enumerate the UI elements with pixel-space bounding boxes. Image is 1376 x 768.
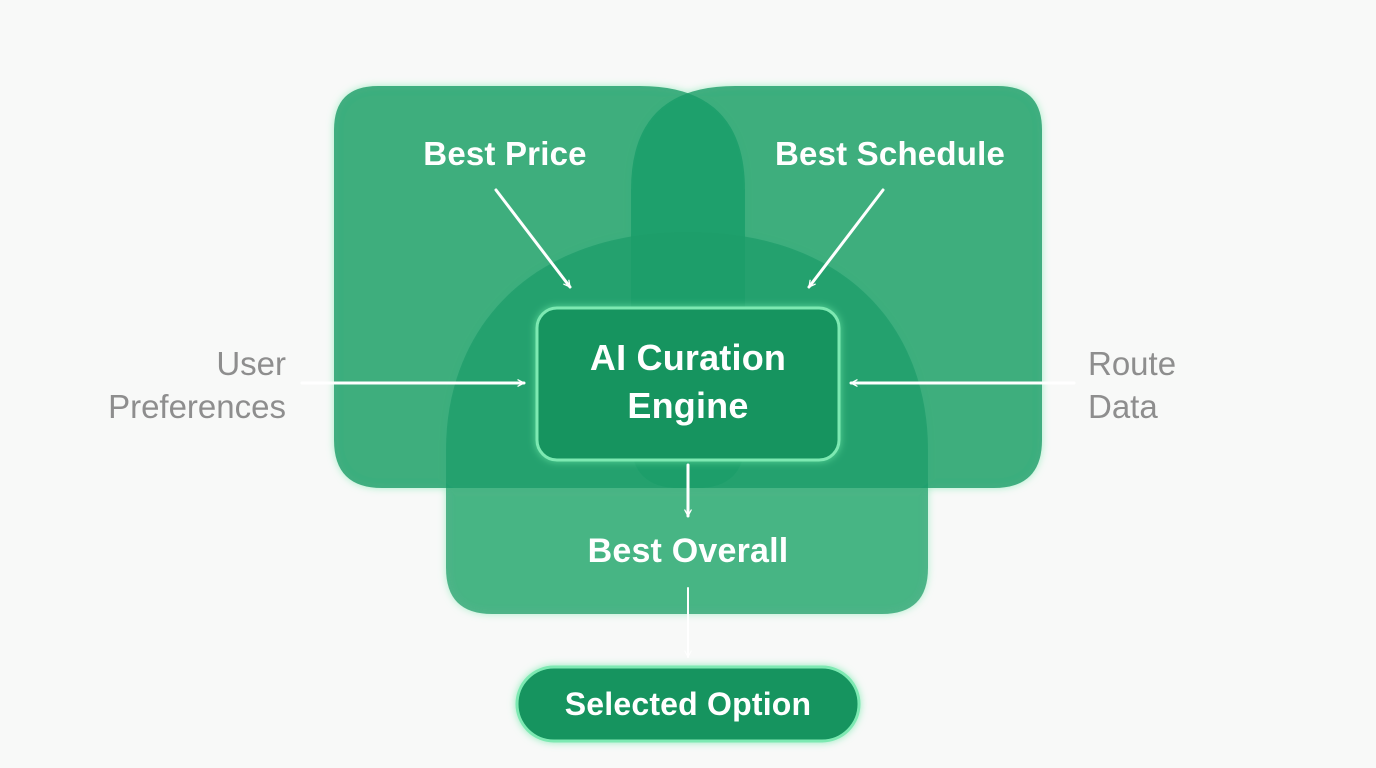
- arrow-best-price-to-engine: [494, 188, 572, 289]
- engine-label-line-1: AI Curation: [589, 337, 787, 378]
- route-data-line-2: Data: [1088, 388, 1158, 425]
- arrow-best-schedule-to-engine: [807, 188, 885, 289]
- ai-curation-engine-node: [535, 306, 841, 462]
- user-preferences-line-1: User: [216, 345, 286, 382]
- best-schedule-label: Best Schedule: [774, 135, 1005, 172]
- route-data-label: Route Data: [1088, 342, 1288, 428]
- selected-option-label: Selected Option: [564, 686, 812, 722]
- best-overall-label: Best Overall: [587, 532, 789, 570]
- engine-label-line-2: Engine: [627, 385, 749, 426]
- route-data-line-1: Route: [1088, 345, 1177, 382]
- selected-option-node: [515, 665, 861, 743]
- best-price-label: Best Price: [423, 135, 587, 172]
- ai-curation-engine-label: AI Curation Engine: [537, 334, 839, 430]
- user-preferences-line-2: Preferences: [108, 388, 286, 425]
- user-preferences-label: User Preferences: [60, 342, 286, 428]
